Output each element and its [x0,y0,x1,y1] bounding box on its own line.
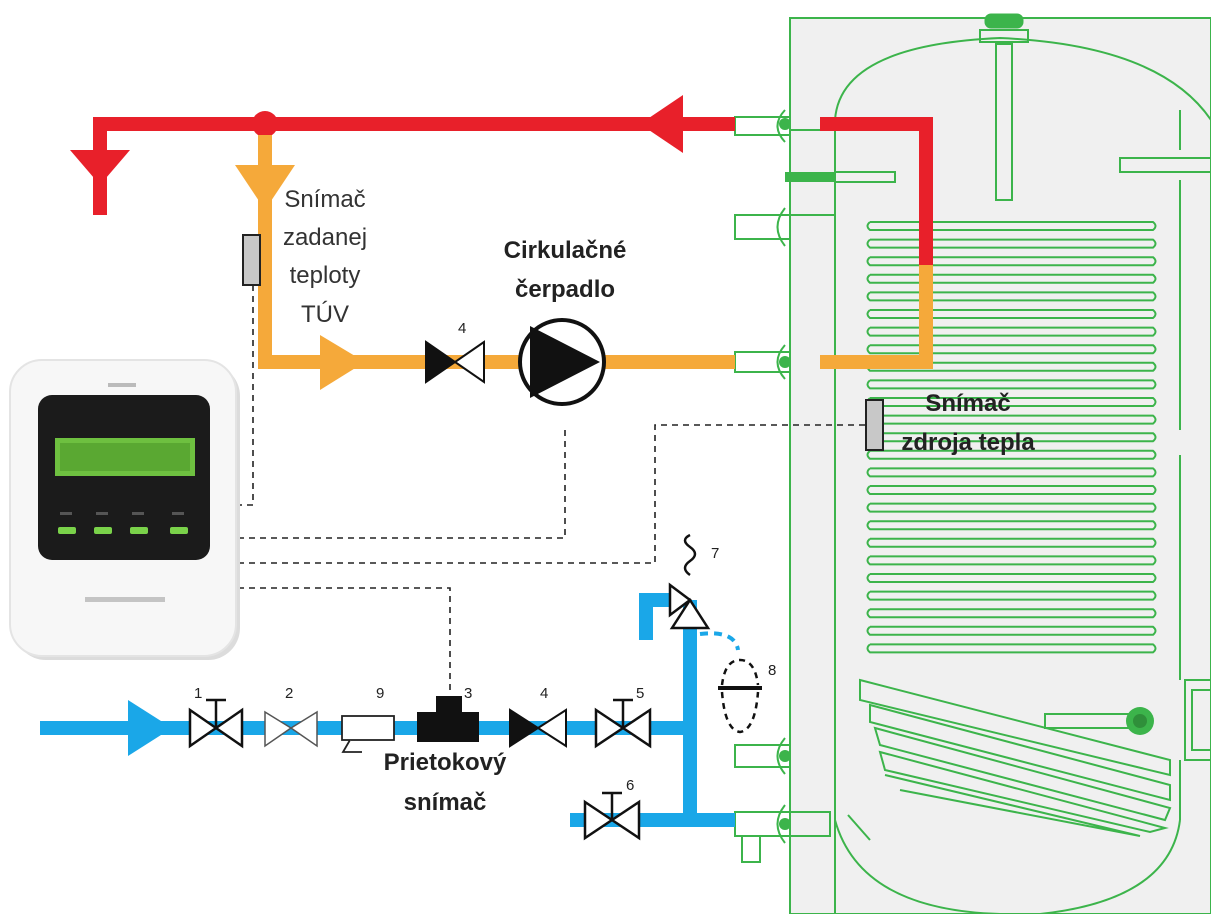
heat-source-sensor [865,399,884,451]
number-1: 1 [194,685,202,702]
number-3: 3 [464,685,472,702]
flow-sensor-icon [417,696,479,742]
svg-text:Prietokový: Prietokový [384,749,507,776]
number-7: 7 [711,545,719,562]
number-5: 5 [636,685,644,702]
svg-text:teploty: teploty [290,262,361,289]
hot-water-flow-arrow [640,95,683,153]
svg-text:TÚV: TÚV [301,301,349,328]
filter-icon [341,715,395,753]
hot-water-outlet-arrow [70,150,130,185]
number-6: 6 [626,777,634,794]
flow-sensor-label: Prietokový snímač [384,749,507,816]
component-numbers: 4 1 2 9 3 4 5 6 7 8 [194,320,776,794]
circulation-pump-label: Cirkulačné čerpadlo [504,237,627,303]
tee-junction [252,111,278,137]
number-9: 9 [376,685,384,702]
number-4-top: 4 [458,320,466,337]
dhw-temperature-sensor [242,234,261,286]
ball-valve-icon [188,698,244,749]
svg-text:čerpadlo: čerpadlo [515,276,615,303]
check-valve-icon [509,708,567,748]
svg-text:snímač: snímač [404,789,487,816]
safety-valve-icon [668,533,711,630]
heat-source-sensor-label: Snímač zdroja tepla [901,390,1035,456]
signal-wires [238,285,865,693]
check-valve-icon [264,710,318,748]
svg-text:Snímač: Snímač [284,186,365,213]
svg-text:zdroja tepla: zdroja tepla [901,429,1035,456]
svg-text:Cirkulačné: Cirkulačné [504,237,627,264]
upper-heat-exchanger-coil [866,221,1157,654]
coil-loops [866,221,1157,654]
number-2: 2 [285,685,293,702]
expansion-vessel-icon [718,658,762,734]
ball-valve-icon [594,698,652,749]
dhw-sensor-label: Snímač zadanej teploty TÚV [283,186,367,328]
svg-text:zadanej: zadanej [283,224,367,251]
ball-valve-icon [583,791,641,841]
controller-device-icon [9,359,240,660]
hot-water-tank [734,13,1211,915]
number-4-bottom: 4 [540,685,548,702]
number-8: 8 [768,662,776,679]
circulation-pump-icon [518,318,606,406]
svg-text:Snímač: Snímač [925,390,1010,417]
check-valve-icon [425,340,485,384]
